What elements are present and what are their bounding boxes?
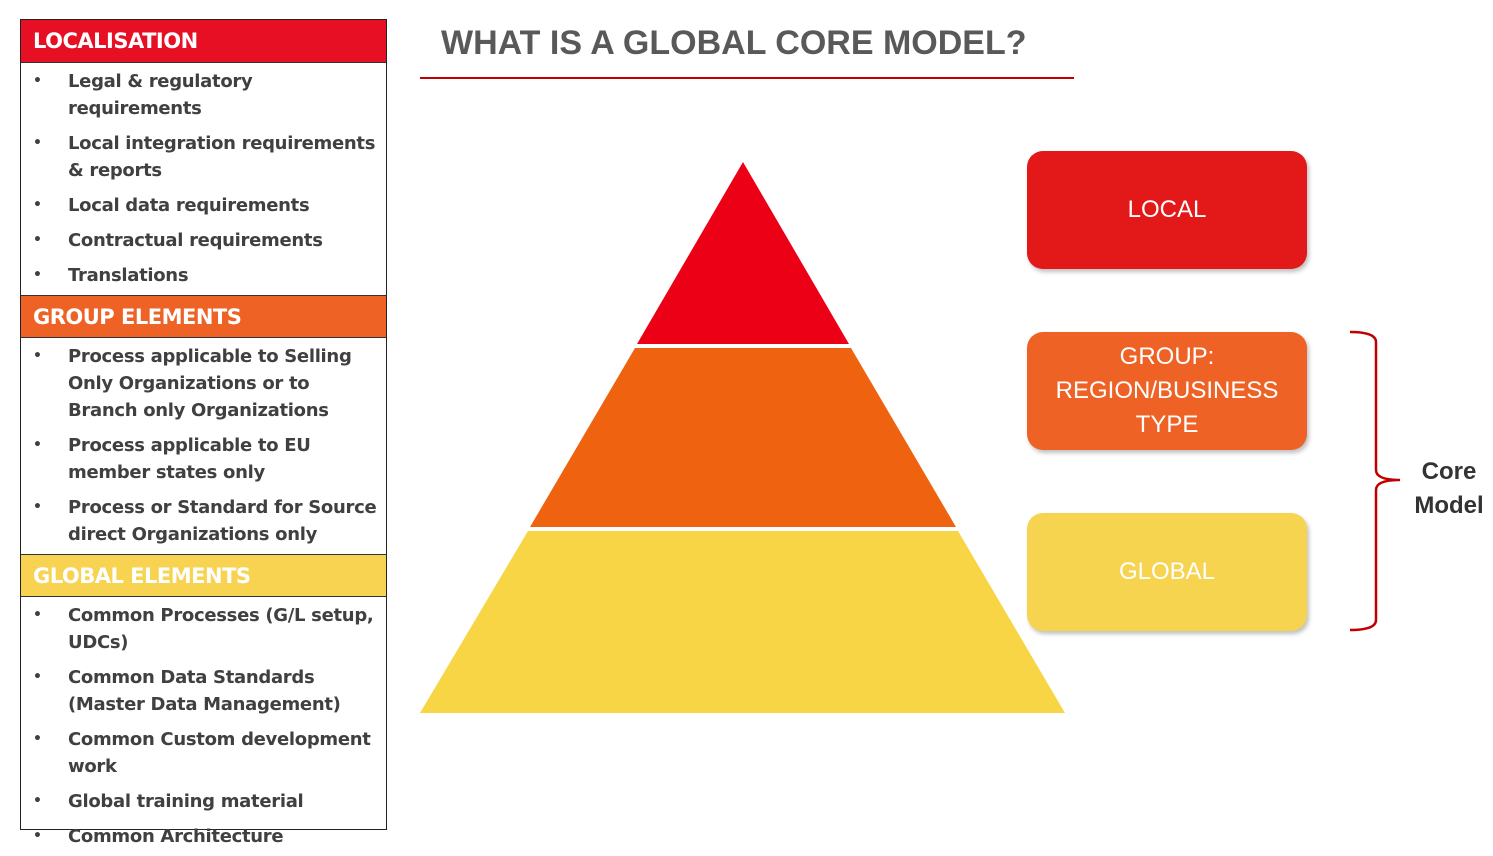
localisation-list: •Legal & regulatory requirements •Local … [21,63,386,295]
global-elements-list: •Common Processes (G/L setup, UDCs) •Com… [21,597,386,856]
list-item: •Common Custom development work [33,729,371,777]
list-item: •Local data requirements [33,195,310,216]
list-item: •Common Processes (G/L setup, UDCs) [33,605,374,653]
global-elements-header: GLOBAL ELEMENTS [21,554,386,597]
localisation-header: LOCALISATION [21,20,386,63]
list-item: •Global training material [33,791,304,812]
list-item: •Translations [33,265,189,286]
local-box: LOCAL [1027,151,1307,269]
list-item: •Legal & regulatory requirements [33,71,253,119]
pyramid-tier-global [420,531,1065,713]
group-elements-list: •Process applicable to Selling Only Orga… [21,338,386,554]
left-panel: LOCALISATION •Legal & regulatory require… [20,19,387,847]
list-item: •Common Data Standards (Master Data Mana… [33,667,341,715]
list-item: •Process applicable to EU member states … [33,435,311,483]
group-elements-header: GROUP ELEMENTS [21,295,386,338]
list-item: •Local integration requirements & report… [33,133,376,181]
page-title: WHAT IS A GLOBAL CORE MODEL? [441,24,1027,62]
core-model-label: Core Model [1414,458,1484,519]
group-box: GROUP: REGION/BUSINESS TYPE [1027,332,1307,450]
list-item: •Common Architecture [33,826,284,847]
list-item: •Process applicable to Selling Only Orga… [33,346,352,421]
core-model-brace [1349,330,1401,632]
title-underline [420,77,1074,79]
list-item: •Contractual requirements [33,230,323,251]
list-item: •Process or Standard for Source direct O… [33,497,377,545]
global-box: GLOBAL [1027,513,1307,631]
pyramid-tier-group [530,348,956,527]
pyramid-tier-local [637,162,849,344]
